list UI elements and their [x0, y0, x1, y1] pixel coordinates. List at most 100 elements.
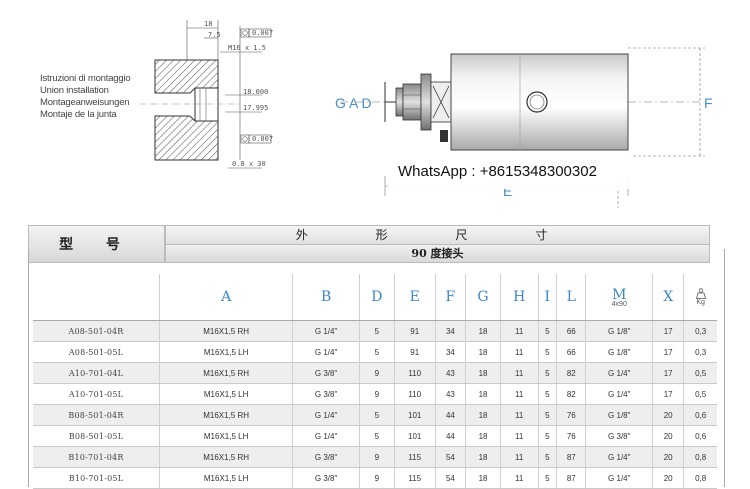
cell-l: 87 [556, 446, 587, 468]
col-b: B [292, 274, 360, 321]
cell-g: 18 [465, 383, 501, 405]
cell-d: 5 [359, 341, 395, 363]
technical-drawing: 18 7.5 M16 x 1.5 0.007 18.000 17.995 0.0… [0, 0, 750, 215]
cell-i: 5 [538, 404, 558, 426]
cell-h: 11 [500, 446, 539, 468]
dim-thread: M16 x 1.5 [228, 44, 266, 52]
cell-g: 18 [465, 425, 501, 447]
col-i: I [538, 274, 558, 321]
cell-g: 18 [465, 341, 501, 363]
cell-b: G 3/8" [292, 467, 360, 489]
cell-f: 34 [435, 341, 467, 363]
cell-m: G 1/4" [585, 362, 654, 384]
cell-model: A10-701-04L [33, 362, 160, 384]
cell-e: 110 [394, 383, 436, 405]
cell-e: 115 [394, 446, 436, 468]
cell-l: 82 [556, 362, 587, 384]
cell-model: A10-701-05L [33, 383, 160, 405]
cell-kg: 0,5 [683, 383, 717, 405]
cell-e: 101 [394, 404, 436, 426]
cell-i: 5 [538, 446, 558, 468]
cell-model: B08-501-04R [33, 404, 160, 426]
cell-m: G 1/4" [585, 446, 654, 468]
drawing-svg: 18 7.5 M16 x 1.5 0.007 18.000 17.995 0.0… [140, 20, 713, 208]
cell-h: 11 [500, 341, 539, 363]
cell-d: 5 [359, 320, 395, 342]
cell-e: 91 [394, 320, 436, 342]
cell-l: 82 [556, 383, 587, 405]
cell-l: 76 [556, 425, 587, 447]
cell-x: 17 [652, 362, 685, 384]
column-header-row: A B D E F G H I L M 4x90 X [33, 274, 717, 321]
col-kg: Kg [683, 274, 717, 321]
install-note-de: Montageanweisungen [40, 97, 130, 108]
cell-b: G 1/4" [292, 404, 360, 426]
cell-kg: 0,6 [683, 425, 717, 447]
joint-label: 90 度接头 [165, 244, 710, 263]
cell-x: 20 [652, 446, 685, 468]
cell-a: M16X1,5 RH [159, 404, 294, 426]
cell-d: 5 [359, 404, 395, 426]
cell-kg: 0,8 [683, 467, 717, 489]
spec-table-panel: 型 号 外 形 尺 寸 90 度接头 A B D E F G H I L M [28, 219, 725, 489]
weight-icon [695, 288, 706, 299]
cell-e: 115 [394, 467, 436, 489]
cell-h: 11 [500, 383, 539, 405]
cell-m: G 3/8" [585, 425, 654, 447]
cell-f: 54 [435, 446, 467, 468]
install-notes: Istruzioni di montaggio Union installati… [40, 73, 131, 121]
cell-a: M16X1,5 LH [159, 425, 294, 447]
col-model [33, 274, 160, 321]
cell-l: 66 [556, 341, 587, 363]
col-e: E [394, 274, 436, 321]
cell-x: 17 [652, 341, 685, 363]
cell-g: 18 [465, 467, 501, 489]
cell-model: B08-501-05L [33, 425, 160, 447]
dim-18-000: 18.000 [243, 88, 268, 96]
cell-b: G 3/8" [292, 383, 360, 405]
install-note-es: Montaje de la junta [40, 109, 117, 120]
dim-chamfer: 0.8 x 30 [232, 160, 266, 168]
cell-i: 5 [538, 320, 558, 342]
cell-d: 5 [359, 425, 395, 447]
dim-tol-2: 0.007 [252, 135, 273, 143]
cell-kg: 0,3 [683, 341, 717, 363]
dim-17-995: 17.995 [243, 104, 268, 112]
cell-x: 20 [652, 425, 685, 447]
cell-h: 11 [500, 362, 539, 384]
col-m: M 4x90 [585, 274, 654, 321]
cell-f: 43 [435, 383, 467, 405]
cell-b: G 3/8" [292, 446, 360, 468]
cell-model: B10-701-05L [33, 467, 160, 489]
cell-f: 44 [435, 404, 467, 426]
whatsapp-watermark: WhatsApp : +8615348300302 [390, 154, 632, 189]
cell-e: 101 [394, 425, 436, 447]
cell-b: G 1/4" [292, 341, 360, 363]
cell-e: 91 [394, 341, 436, 363]
cell-a: M16X1,5 LH [159, 383, 294, 405]
dim-18: 18 [204, 20, 212, 28]
col-l: L [556, 274, 587, 321]
col-f: F [435, 274, 467, 321]
cell-a: M16X1,5 LH [159, 467, 294, 489]
cell-i: 5 [538, 425, 558, 447]
cell-l: 66 [556, 320, 587, 342]
col-d: D [359, 274, 395, 321]
cell-kg: 0,6 [683, 404, 717, 426]
cell-m: G 1/8" [585, 404, 654, 426]
cell-d: 9 [359, 467, 395, 489]
cell-a: M16X1,5 RH [159, 446, 294, 468]
cell-h: 11 [500, 404, 539, 426]
label-e: E [503, 183, 512, 199]
cell-i: 5 [538, 467, 558, 489]
cell-m: G 1/8" [585, 320, 654, 342]
cell-model: A08-501-04R [33, 320, 160, 342]
spec-table: A B D E F G H I L M 4x90 X [33, 274, 717, 489]
cell-kg: 0,3 [683, 320, 717, 342]
cell-x: 20 [652, 467, 685, 489]
cell-m: G 1/4" [585, 383, 654, 405]
